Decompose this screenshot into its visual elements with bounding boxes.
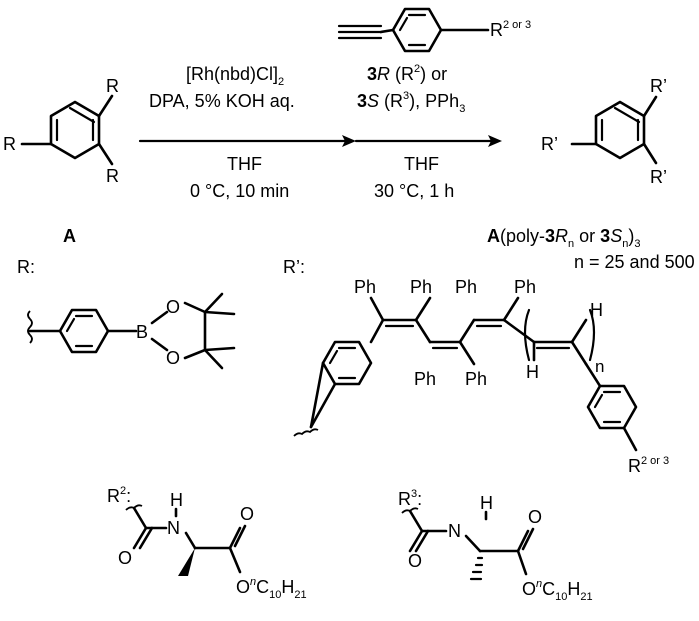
r2-carbonyl-oxygen: O <box>118 548 132 568</box>
r2-ester-oxygen-top: O <box>240 504 254 524</box>
ph-label-4: Ph <box>514 277 536 297</box>
r-group-label: R: <box>17 257 35 277</box>
step1-additives: DPA, 5% KOH aq. <box>149 91 295 111</box>
sm-substituent-top: R <box>106 76 119 96</box>
r3-nh-hydrogen: H <box>480 493 493 513</box>
ph-label-3: Ph <box>455 277 477 297</box>
r3-ester-chain: OnC10H21 <box>522 578 593 603</box>
ph-label-5: Ph <box>414 369 436 389</box>
sm-substituent-left: R <box>3 134 16 154</box>
r2-ester-chain: OnC10H21 <box>236 576 307 601</box>
repeat-n-label: n <box>595 357 604 376</box>
r2-nh-hydrogen: H <box>170 490 183 510</box>
r-prime-group-structure: Ph Ph Ph Ph Ph Ph H H n R2 or 3 <box>293 277 669 476</box>
step1-solvent: THF <box>227 154 262 174</box>
step1-catalyst: [Rh(nbd)Cl]2 <box>186 64 284 88</box>
arrow-step-1 <box>138 135 356 147</box>
step2-conditions: 30 °C, 1 h <box>374 181 454 201</box>
alkyne-substituent-label: R2 or 3 <box>490 19 531 40</box>
boronate-oxygen-top: O <box>166 297 180 317</box>
sm-label: A <box>63 226 76 246</box>
alkyne-reagent: R2 or 3 <box>337 7 531 53</box>
r-prime-group-label: R’: <box>283 257 305 277</box>
product-label: A(poly-3Rn or 3Sn)3 <box>487 226 640 250</box>
step2-line2: 3S (R3), PPh3 <box>357 90 465 115</box>
boron-atom: B <box>136 322 148 342</box>
product-substituent-bottom: R’ <box>650 167 667 187</box>
r2-nitrogen: N <box>167 518 180 538</box>
product-structure: R’ R’ R’ <box>541 76 667 187</box>
terminal-h-label: H <box>590 300 603 320</box>
product-n-values: n = 25 and 500 <box>574 252 695 272</box>
r3-nitrogen: N <box>448 521 461 541</box>
r3-group-structure: O N H O OnC10H21 <box>401 493 593 603</box>
ph-label-6: Ph <box>465 369 487 389</box>
r3-group-label: R3: <box>398 488 422 509</box>
ph-label-1: Ph <box>354 277 376 297</box>
boronate-oxygen-bottom: O <box>166 348 180 368</box>
ph-label-2: Ph <box>410 277 432 297</box>
r3-ester-oxygen-top: O <box>528 507 542 527</box>
r2-group-structure: O N H O OnC10H21 <box>118 490 307 601</box>
r-prime-end-substituent: R2 or 3 <box>628 455 669 476</box>
starting-material-a: R R R A <box>3 76 119 246</box>
step1-conditions: 0 °C, 10 min <box>190 181 289 201</box>
sm-substituent-bottom: R <box>106 166 119 186</box>
r3-carbonyl-oxygen: O <box>408 551 422 571</box>
vinyl-h-label: H <box>526 362 539 382</box>
arrow-step-2 <box>354 135 502 147</box>
r2-group-label: R2: <box>107 485 131 506</box>
step2-line1: 3R (R2) or <box>367 63 447 84</box>
step2-solvent: THF <box>404 154 439 174</box>
product-substituent-left: R’ <box>541 134 558 154</box>
product-substituent-top: R’ <box>650 76 667 96</box>
r-group-structure: B O O <box>27 292 236 370</box>
